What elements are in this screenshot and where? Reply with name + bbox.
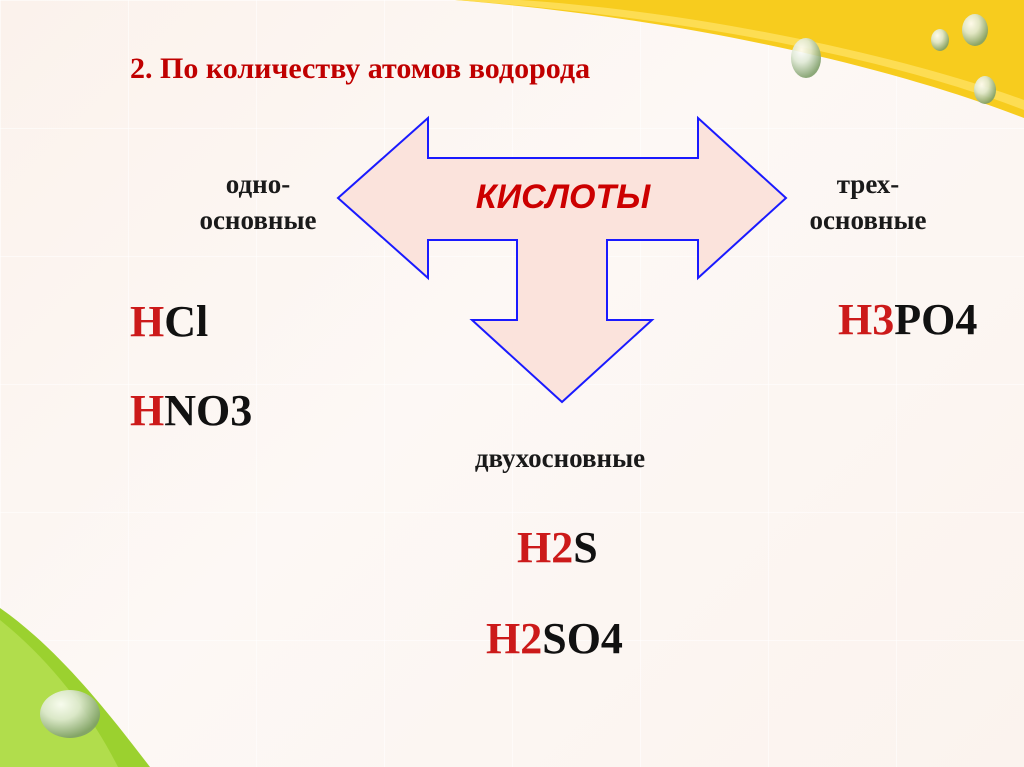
monobasic-label-line2: основные [199,205,317,235]
formula-h2so4: H2SO4 [486,613,623,664]
droplet-icon [791,38,821,78]
droplet-icon [40,690,100,738]
formula-rest: S [573,523,598,572]
formula-hno3: HNO3 [130,385,252,436]
formula-rest: SO4 [542,614,623,663]
monobasic-label-line1: одно- [225,169,291,199]
monobasic-label: одно- основные [168,166,348,238]
tribasic-label-line2: основные [809,205,927,235]
formula-rest: PO4 [894,295,978,344]
formula-rest: Cl [164,297,209,346]
dibasic-label: двухосновные [474,443,646,473]
droplet-icon [974,76,996,104]
formula-rest: NO3 [164,386,253,435]
formula-h2s: H2S [517,522,598,573]
formula-hydrogen: H2 [517,523,574,572]
droplet-icon [962,14,988,46]
three-way-arrow [336,115,788,404]
formula-hydrogen: H3 [838,295,895,344]
formula-hydrogen: H [130,386,165,435]
yellow-swoosh [455,0,1024,118]
tribasic-label-line1: трех- [836,169,900,199]
droplet-icon [931,29,949,51]
formula-h3po4: H3PO4 [838,294,977,345]
slide-title: 2. По количеству атомов водорода [130,52,591,85]
acids-label: КИСЛОТЫ [475,178,651,216]
formula-hydrogen: H2 [486,614,543,663]
tribasic-label: трех- основные [778,166,958,238]
formula-hcl: HCl [130,296,208,347]
formula-hydrogen: H [130,297,165,346]
